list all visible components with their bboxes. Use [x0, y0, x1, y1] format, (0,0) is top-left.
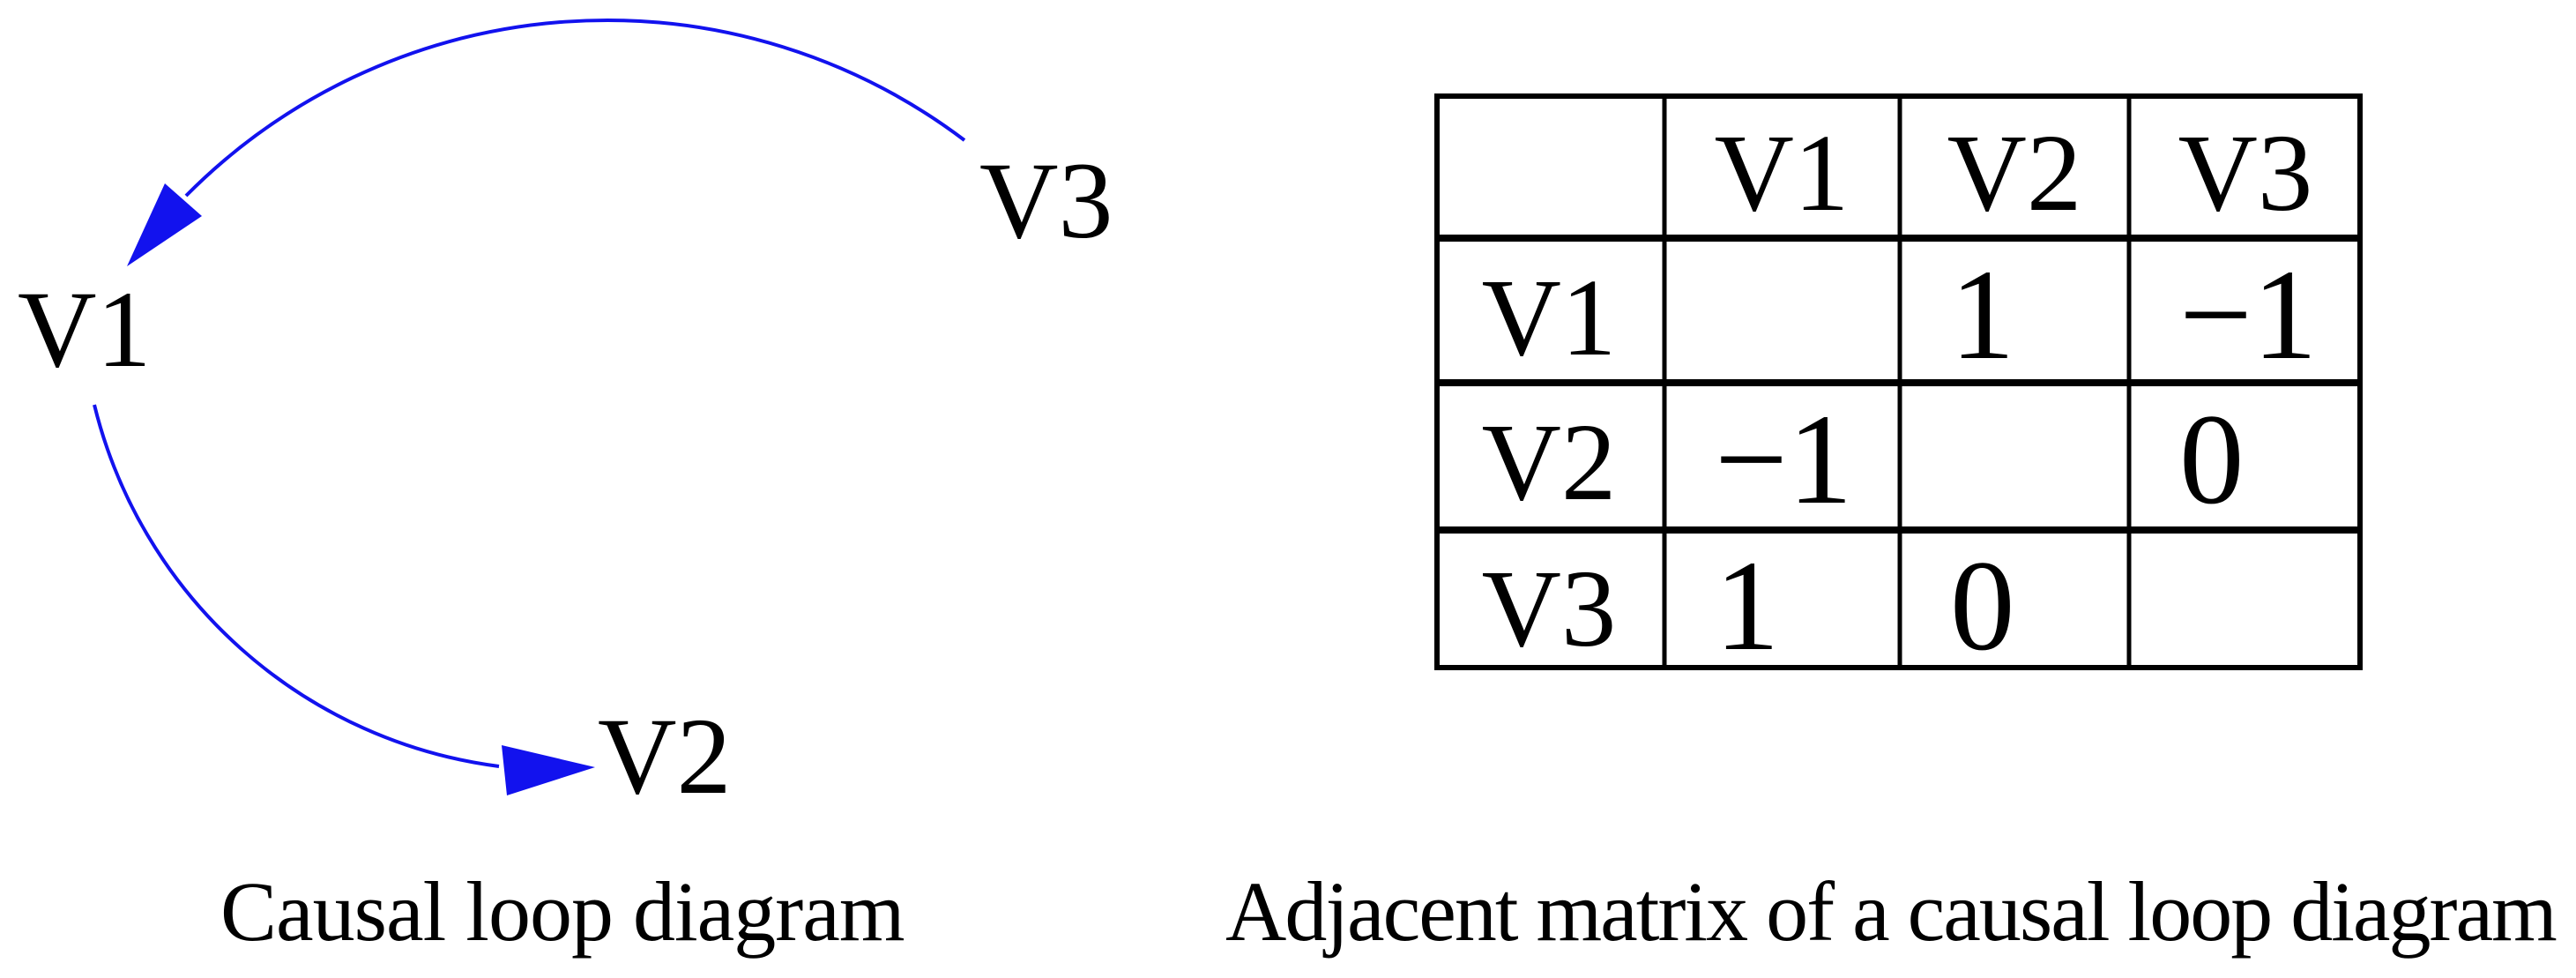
svg-text:V1: V1 [1715, 113, 1850, 235]
svg-text:V3: V3 [2178, 113, 2313, 235]
svg-text:V1: V1 [1482, 258, 1617, 379]
svg-text:V3: V3 [1482, 549, 1617, 670]
svg-text:V1: V1 [18, 269, 152, 390]
svg-text:Adjacent matrix of a causal lo: Adjacent matrix of a causal loop diagram [1225, 864, 2557, 959]
svg-text:V2: V2 [598, 696, 732, 817]
svg-text:0: 0 [1950, 534, 2015, 677]
svg-text:V2: V2 [1482, 402, 1617, 524]
svg-text:1: 1 [1950, 243, 2015, 386]
svg-text:V2: V2 [1947, 113, 2082, 235]
svg-text:Causal loop diagram: Causal loop diagram [220, 864, 905, 959]
svg-text:V3: V3 [979, 140, 1113, 261]
svg-text:0: 0 [2179, 387, 2245, 531]
svg-text:−1: −1 [1715, 387, 1852, 531]
svg-text:−1: −1 [2179, 243, 2317, 386]
svg-text:1: 1 [1715, 534, 1780, 677]
